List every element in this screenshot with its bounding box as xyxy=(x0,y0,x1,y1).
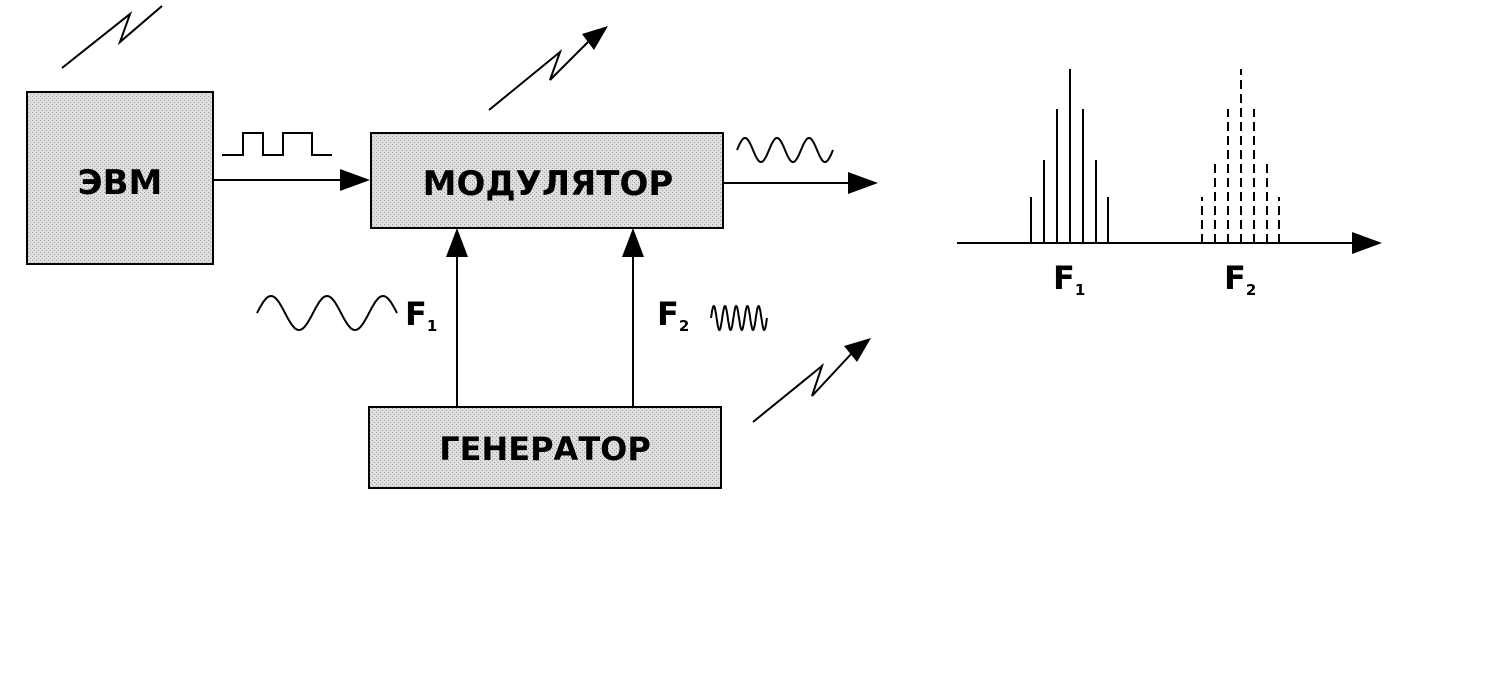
f2-spectrum-dashed-lines xyxy=(1201,69,1280,243)
modulator-block: МОДУЛЯТОР xyxy=(370,132,724,229)
f1-signal-label: F1 xyxy=(405,295,437,335)
f2-sine-wave-icon xyxy=(710,304,768,332)
f2-signal-label: F2 xyxy=(657,295,689,335)
transmission-arrow-icon xyxy=(488,26,608,111)
spectrum-f2-label: F2 xyxy=(1224,259,1256,299)
spectrum-f1-label: F1 xyxy=(1053,259,1085,299)
generator-block: ГЕНЕРАТОР xyxy=(368,406,722,489)
generator-label: ГЕНЕРАТОР xyxy=(439,430,651,468)
transmission-arrow-icon xyxy=(752,338,871,423)
digital-pulse-icon xyxy=(222,132,332,156)
computer-to-modulator-arrow xyxy=(213,169,370,191)
f1-carrier-arrow xyxy=(446,228,468,407)
computer-label: ЭВМ xyxy=(78,163,163,203)
f1-spectrum-lines xyxy=(1030,69,1109,243)
computer-block: ЭВМ xyxy=(26,91,214,265)
transmission-arrow-icon xyxy=(61,5,163,69)
modulated-wave-icon xyxy=(736,136,834,164)
f1-sine-wave-icon xyxy=(256,294,398,332)
spectrum-axis xyxy=(957,232,1382,254)
modulator-label: МОДУЛЯТОР xyxy=(423,164,674,204)
modulator-output-arrow xyxy=(723,172,878,194)
f2-carrier-arrow xyxy=(622,228,644,407)
